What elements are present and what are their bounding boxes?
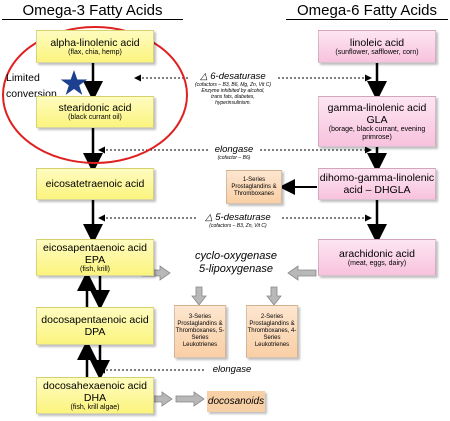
product-series1: 1-Series Prostaglandins & Thromboxanes — [226, 170, 282, 204]
flow-cox-series3 — [191, 286, 207, 306]
enzyme-d6-name: △ 6-desaturase — [200, 71, 266, 82]
product-series1-text: 1-Series Prostaglandins & Thromboxanes — [231, 176, 277, 197]
enzyme-elongase-2: elongase — [204, 364, 260, 375]
star-icon — [60, 70, 88, 95]
node-dhgla-name: dihomo-gamma-linolenic acid – DHGLA — [319, 172, 435, 196]
product-series3-text: 3-Series Prostaglandins & Thromboxanes, … — [175, 314, 225, 348]
node-eta: eicosatetraenoic acid — [36, 168, 154, 200]
node-dha-name: docosahexaenoic acid — [43, 379, 147, 392]
node-dha: docosahexaenoic acid DHA (fish, krill al… — [36, 377, 154, 414]
enzyme-elongase-1-cofactors: (cofactor – B6) — [217, 155, 251, 161]
flow-dha-doc-2 — [175, 391, 205, 407]
node-sda-sources: (black currant oil) — [68, 114, 122, 121]
node-aa-name: arachidonic acid — [339, 247, 415, 260]
node-sda: stearidonic acid (black currant oil) — [36, 96, 154, 128]
node-la-sources: (sunflower, safflower, corn) — [335, 48, 419, 56]
enzyme-d5-name: △ 5-desaturase — [205, 212, 271, 223]
node-gla-abbr: GLA — [366, 113, 388, 126]
product-docosanoids: docosanoids — [207, 391, 265, 412]
limited-conversion-circle — [2, 26, 188, 164]
node-dha-abbr: DHA — [83, 391, 107, 404]
node-ala-name: alpha-linolenic acid — [50, 36, 140, 49]
enzyme-elongase-2-name: elongase — [212, 364, 252, 375]
node-dpa-abbr: DPA — [84, 326, 106, 338]
enzyme-d6-note: Enzyme inhibited by alcohol, trans fats,… — [201, 88, 265, 106]
node-epa-name: eicosapentaenoic acid — [43, 241, 147, 254]
omega6-header: Omega-6 Fatty Acids — [286, 2, 448, 20]
limited-line1: Limited — [6, 72, 40, 84]
product-series2: 2-Series Prostaglandins & Thromboxanes, … — [246, 305, 298, 358]
enzyme-lox-name: 5-lipoxygenase — [199, 263, 273, 275]
product-series3: 3-Series Prostaglandins & Thromboxanes, … — [174, 305, 226, 358]
enzyme-d6: △ 6-desaturase (cofactors – B3, B6, Mg, … — [184, 71, 282, 106]
enzyme-d6-cofactors: (cofactors – B3, B6, Mg, Zn, Vit C) — [194, 82, 272, 88]
node-aa: arachidonic acid (meat, eggs, dairy) — [318, 239, 436, 276]
node-gla: gamma-linolenic acid GLA (borage, black … — [318, 96, 436, 147]
enzyme-cox-name: cyclo-oxygenase — [195, 250, 277, 262]
node-dha-sources: (fish, krill algae) — [70, 403, 120, 411]
omega3-header: Omega-3 Fatty Acids — [2, 2, 183, 20]
node-la-name: linoleic acid — [349, 36, 405, 49]
flow-cox-series2 — [266, 286, 282, 306]
product-series2-text: 2-Series Prostaglandins & Thromboxanes, … — [247, 314, 297, 348]
node-eta-name: eicosatetraenoic acid — [45, 178, 145, 190]
flow-aa-cox — [287, 265, 317, 281]
enzyme-elongase-1-name: elongase — [214, 144, 254, 155]
node-dpa-name: docosapentaenoic acid — [41, 314, 149, 326]
node-aa-sources: (meat, eggs, dairy) — [347, 259, 407, 267]
node-ala-sources: (flax, chia, hemp) — [68, 48, 122, 56]
enzyme-d5: △ 5-desaturase (cofactors – B3, Zn, Vit … — [190, 212, 286, 229]
enzyme-elongase-1: elongase (cofactor – B6) — [200, 144, 268, 161]
node-epa: eicosapentaenoic acid EPA (fish, krill) — [36, 239, 154, 276]
node-epa-sources: (fish, krill) — [80, 265, 110, 273]
node-epa-abbr: EPA — [84, 253, 106, 266]
node-sda-name: stearidonic acid — [58, 102, 132, 114]
node-dpa: docosapentaenoic acid DPA — [36, 307, 154, 345]
enzyme-cox-lox: cyclo-oxygenase 5-lipoxygenase — [176, 250, 296, 276]
enzyme-d5-cofactors: (cofactors – B3, Zn, Vit C) — [209, 223, 267, 229]
node-gla-sources: (borage, black currant, evening primrose… — [328, 125, 426, 141]
node-ala: alpha-linolenic acid (flax, chia, hemp) — [36, 30, 154, 63]
node-la: linoleic acid (sunflower, safflower, cor… — [318, 30, 436, 63]
flow-epa-cox — [141, 265, 171, 281]
node-dhgla: dihomo-gamma-linolenic acid – DHGLA — [318, 168, 436, 200]
node-gla-name: gamma-linolenic acid — [327, 101, 427, 114]
